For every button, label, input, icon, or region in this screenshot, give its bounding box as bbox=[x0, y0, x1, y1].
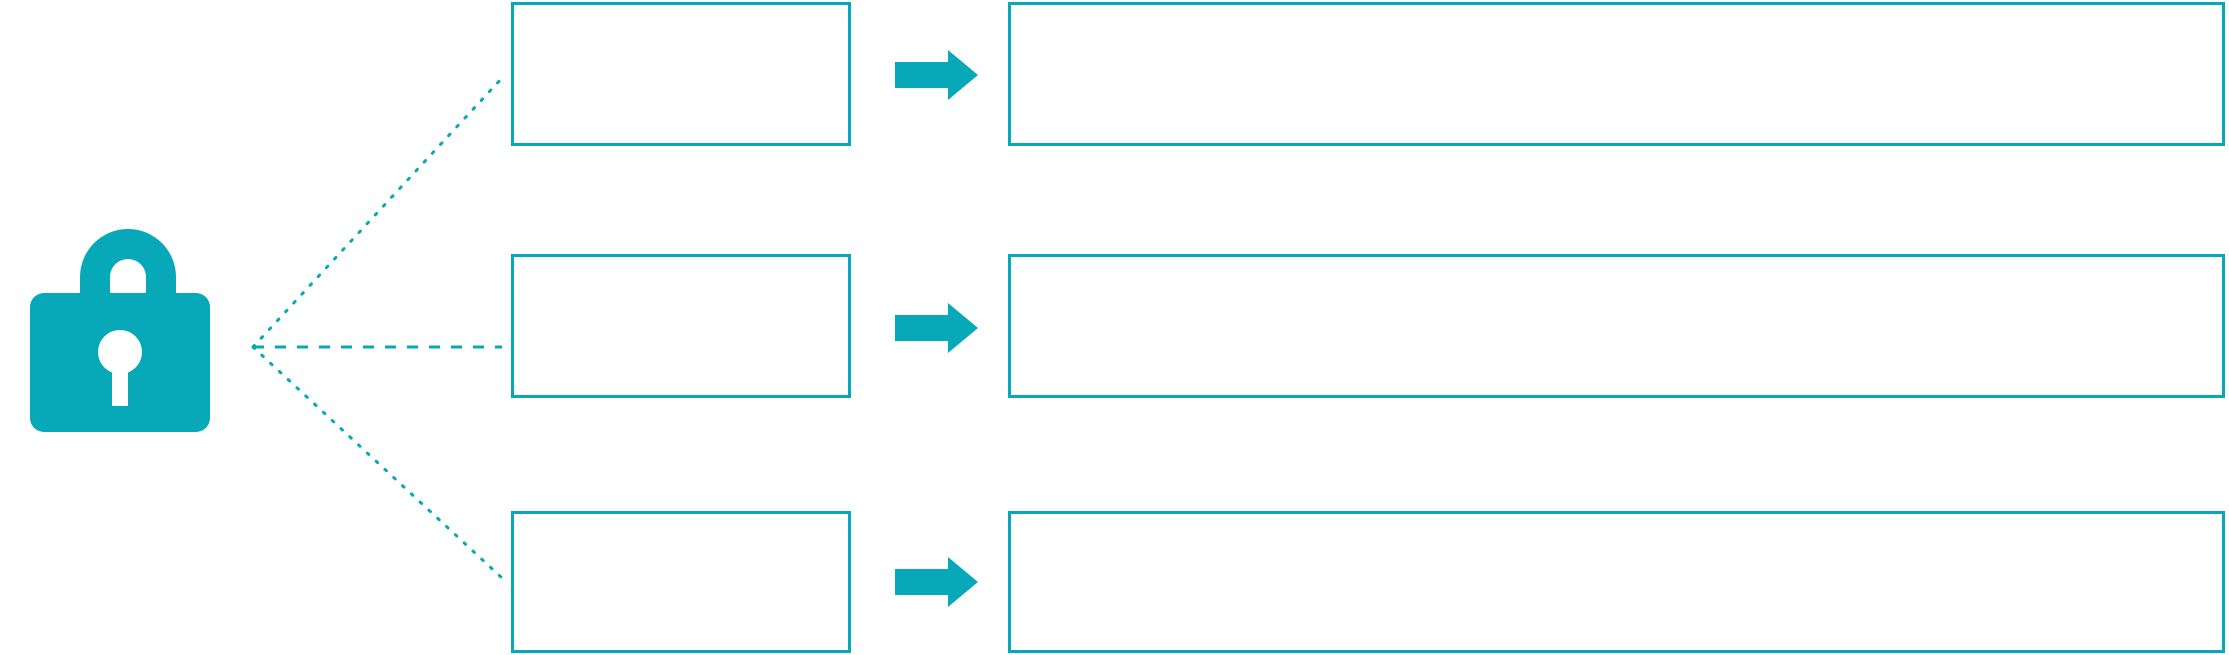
lock-icon bbox=[30, 229, 210, 432]
row-2-right-box[interactable] bbox=[1008, 254, 2225, 398]
row-2-left-box[interactable] bbox=[511, 254, 851, 398]
row-1-right-box[interactable] bbox=[1008, 2, 2225, 146]
row-3-right-box[interactable] bbox=[1008, 511, 2225, 653]
arrow-row-3 bbox=[895, 557, 978, 607]
arrow-row-1 bbox=[895, 50, 978, 100]
arrow-row-2 bbox=[895, 303, 978, 353]
connector-to-row-1 bbox=[251, 76, 504, 349]
connector-to-row-3 bbox=[251, 345, 504, 580]
row-3-left-box[interactable] bbox=[511, 511, 851, 653]
row-1-left-box[interactable] bbox=[511, 2, 851, 146]
